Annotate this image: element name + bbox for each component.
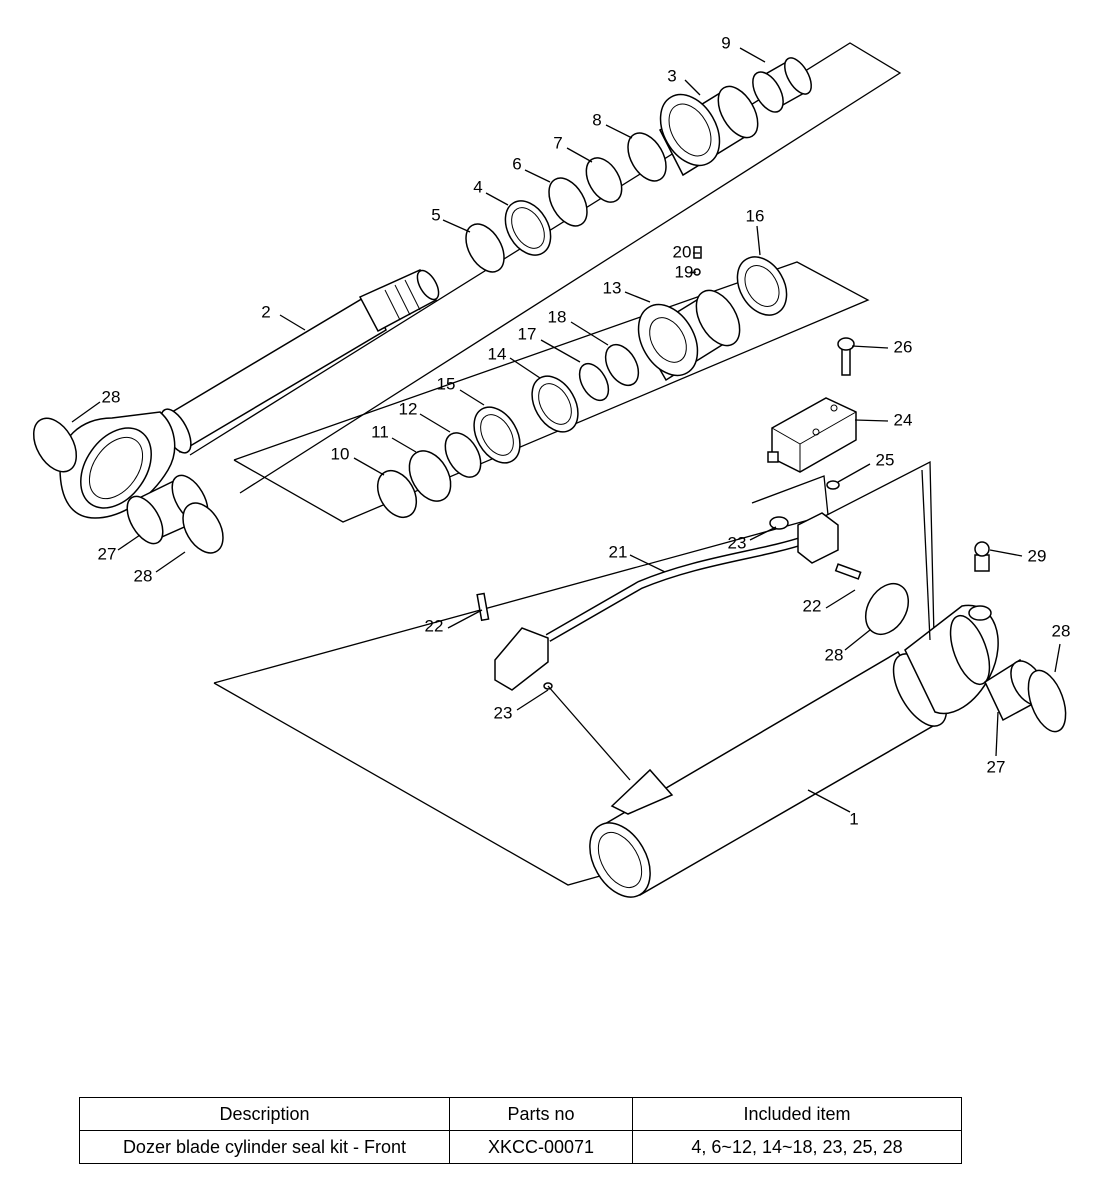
rod-cover [659,85,759,177]
callout-19: 19 [675,262,694,281]
callout-15: 15 [437,374,456,393]
callout-16: 16 [746,206,765,225]
seal-15 [473,406,521,464]
callout-27: 27 [98,544,117,563]
pipe-21 [494,512,839,691]
ring-12 [444,432,482,478]
ring-5 [465,223,505,273]
cylinder-tube [589,650,948,898]
header-parts-no: Parts no [449,1097,633,1131]
callout-26: 26 [894,337,913,356]
callout-22: 22 [803,596,822,615]
rod-eye-seal-left [32,417,78,473]
seal-4 [504,200,552,256]
table-row: Dozer blade cylinder seal kit - Front XK… [79,1130,962,1164]
callout-1: 1 [849,809,858,828]
rod-eye [59,411,176,519]
callout-2: 2 [261,302,270,321]
oring-23-upper [769,516,789,530]
ring-7 [585,157,623,203]
bolt-26-head [837,337,855,351]
callout-23: 23 [728,533,747,552]
callout-20: 20 [673,242,692,261]
callout-28: 28 [825,645,844,664]
bushing-9 [752,57,812,113]
callout-25: 25 [876,450,895,469]
ring-8 [627,132,667,182]
callout-8: 8 [592,110,601,129]
cell-description: Dozer blade cylinder seal kit - Front [79,1130,450,1164]
callout-23: 23 [494,703,513,722]
callout-11: 11 [371,422,389,441]
callout-27: 27 [987,757,1006,776]
oring-25 [826,480,840,490]
callout-12: 12 [399,399,418,418]
callout-28: 28 [1052,621,1071,640]
leader-lines [71,47,1061,813]
callout-4: 4 [473,177,482,196]
nut-16 [736,256,788,316]
piston-rod [160,269,440,454]
tube-group-frame-lower [213,682,601,886]
callout-6: 6 [512,154,521,173]
callout-5: 5 [431,205,440,224]
tube-eye-seal [1027,669,1067,733]
callout-28: 28 [134,566,153,585]
callout-28: 28 [102,387,121,406]
callout-14: 14 [488,344,507,363]
ring-18 [604,343,640,387]
tube-group-frame [213,460,935,684]
ring-11 [408,450,452,502]
valve-block-24 [767,397,857,473]
callout-17: 17 [518,324,537,343]
callout-24: 24 [894,410,913,429]
valve-seal-28 [864,583,910,635]
callout-29: 29 [1028,546,1047,565]
seal-14 [531,375,579,433]
callout-18: 18 [548,307,567,326]
piston-group-frame [233,261,870,523]
seal-kit-table: Description Parts no Included item Dozer… [79,1097,962,1164]
table-header-row: Description Parts no Included item [79,1097,962,1131]
tube-bushing [984,658,1046,722]
callout-9: 9 [721,33,730,52]
ring-6 [548,177,588,227]
piston-13 [637,289,741,382]
header-included-item: Included item [632,1097,962,1131]
callout-21: 21 [609,542,628,561]
grease-nipple-29 [974,541,990,572]
ring-10 [376,469,418,519]
bolt-22-right [834,563,862,580]
callout-7: 7 [553,133,562,152]
rod-eye-seal-right [182,502,224,554]
callout-10: 10 [331,444,350,463]
ring-17 [578,362,610,402]
callout-labels: 1234567891011121314151617181920212222232… [98,33,1071,828]
callout-3: 3 [667,66,676,85]
valve-group-frame [751,475,829,516]
tube-eye [904,604,999,715]
cell-parts-no: XKCC-00071 [449,1130,633,1164]
bolt-22-left [476,592,490,622]
callout-22: 22 [425,616,444,635]
header-description: Description [79,1097,450,1131]
cell-included-item: 4, 6~12, 14~18, 23, 25, 28 [632,1130,962,1164]
cylinder-exploded-diagram: 1234567891011121314151617181920212222232… [32,33,1071,898]
callout-13: 13 [603,278,622,297]
